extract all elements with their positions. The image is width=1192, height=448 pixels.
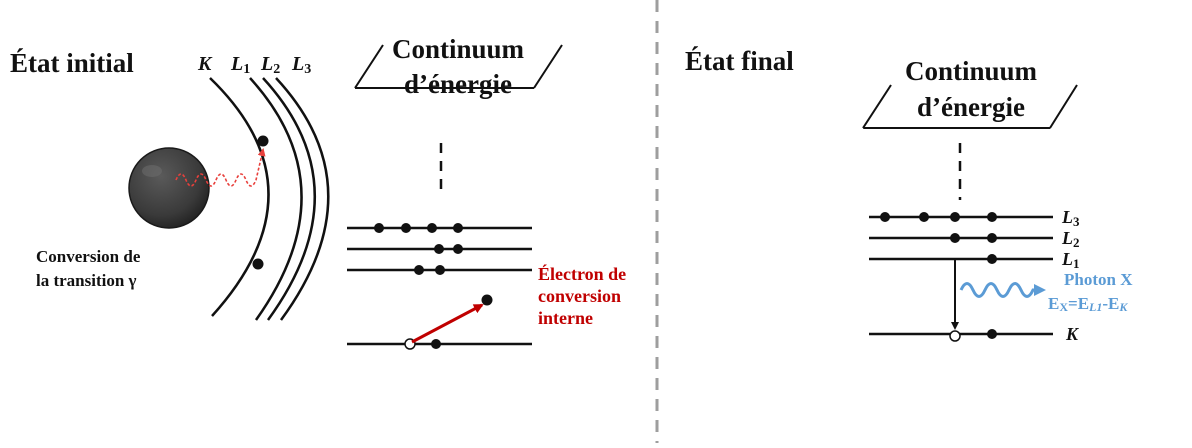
shell-L3-arc: [275, 77, 330, 321]
initial-continuum-parallelogram: [354, 44, 563, 89]
shell-K-arc: [209, 77, 270, 317]
final-K-electron: [987, 329, 997, 339]
initial-continuum-line2: d’énergie: [404, 69, 512, 99]
initial-L3-electron: [374, 223, 384, 233]
nucleus: [128, 147, 210, 229]
shell-L1-arc: [249, 77, 303, 321]
shell-label-L1: L1: [230, 53, 250, 77]
final-L3-electron: [987, 212, 997, 222]
shell-L2-arc: [262, 77, 316, 321]
final-level-label-L2: L2: [1061, 228, 1080, 250]
final-L1-electron: [987, 254, 997, 264]
k-shell-electron-upper: [257, 135, 269, 147]
conversion-electron-label-line1: Électron de: [538, 263, 626, 284]
initial-L3-electron: [453, 223, 463, 233]
gamma-wave-arrow: [175, 148, 266, 187]
initial-L3-electron: [427, 223, 437, 233]
initial-L1-electron: [414, 265, 424, 275]
final-L3-electron: [950, 212, 960, 222]
initial-continuum-line1: Continuum: [392, 34, 525, 64]
nucleus-caption-line1: Conversion de: [36, 247, 141, 266]
initial-L3-electron: [401, 223, 411, 233]
conversion-electron-arrow: [411, 303, 484, 344]
nucleus-caption-line2: la transition γ: [36, 271, 137, 290]
final-level-label-L3: L3: [1061, 207, 1080, 229]
final-level-label-L1: L1: [1061, 249, 1080, 271]
photon-wave-arrow: [959, 282, 1046, 298]
final-L3-electron: [919, 212, 929, 222]
initial-L1-electron: [435, 265, 445, 275]
nucleus-highlight: [142, 165, 162, 177]
final-K-vacancy: [949, 330, 961, 342]
initial-L2-electron: [453, 244, 463, 254]
photon-energy-formula: EX=EL1-EK: [1048, 294, 1128, 314]
final-continuum-parallelogram: [862, 84, 1078, 129]
k-shell-electron-lower: [252, 258, 264, 270]
final-level-label-K: K: [1065, 324, 1080, 344]
final-L2-electron: [987, 233, 997, 243]
conversion-electron-label-line3: interne: [538, 308, 593, 328]
conversion-electron-label-line2: conversion: [538, 286, 621, 306]
initial-L2-electron: [434, 244, 444, 254]
shell-label-K: K: [197, 53, 213, 75]
final-continuum-line1: Continuum: [905, 56, 1038, 86]
initial-state-title: État initial: [10, 48, 134, 78]
final-state-title: État final: [685, 46, 794, 76]
final-continuum-line2: d’énergie: [917, 92, 1025, 122]
shell-label-L3: L3: [291, 53, 311, 77]
initial-K-electron: [431, 339, 441, 349]
conversion-electron: [481, 294, 493, 306]
final-L3-electron: [880, 212, 890, 222]
shell-label-L2: L2: [260, 53, 280, 77]
photon-title: Photon X: [1064, 270, 1133, 289]
final-L2-electron: [950, 233, 960, 243]
